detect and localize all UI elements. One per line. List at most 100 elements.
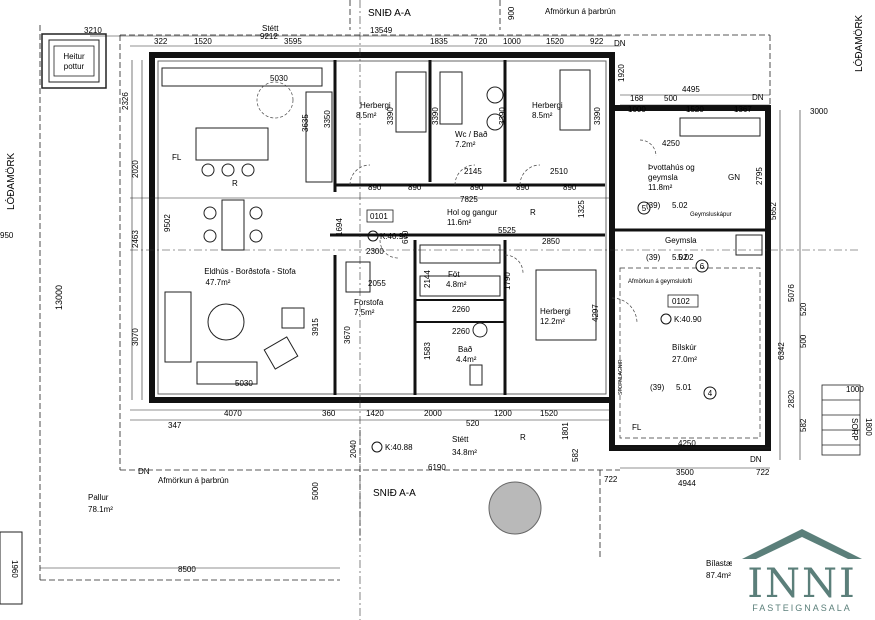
room-bilskur-area: 27.0m² bbox=[672, 355, 697, 364]
dim-1801: 1801 bbox=[561, 422, 570, 440]
tag-0102: 0102 bbox=[672, 297, 690, 306]
room-fot-area: 4.8m² bbox=[446, 280, 467, 289]
dim-1200: 1200 bbox=[494, 409, 512, 418]
code-39-1: (39) bbox=[646, 201, 661, 210]
dim-582a: 582 bbox=[799, 418, 808, 432]
room-thvottahus-name-1: Þvottahús og bbox=[648, 163, 695, 172]
pallur-label: Pallur bbox=[88, 493, 109, 502]
room-bad-name: Bað bbox=[458, 345, 473, 354]
dim-1920: 1920 bbox=[617, 64, 626, 82]
dim-13549: 13549 bbox=[370, 26, 393, 35]
dim-2326: 2326 bbox=[121, 92, 130, 110]
stett-top-label: Stétt bbox=[262, 24, 279, 33]
dim-4297: 4297 bbox=[591, 304, 600, 322]
room-geymsla-code: 5.02 bbox=[678, 253, 694, 262]
inni-fasteignasala-logo: INNI FASTEIGNASALA bbox=[732, 523, 872, 615]
dim-1000b: 1000 bbox=[628, 105, 646, 114]
marker-4-circle bbox=[703, 386, 717, 400]
dim-2055: 2055 bbox=[368, 279, 386, 288]
dim-347: 347 bbox=[168, 421, 182, 430]
dim-500b: 500 bbox=[799, 334, 808, 348]
dim-4250b: 4250 bbox=[678, 439, 696, 448]
pallur-area: 78.1m² bbox=[88, 505, 113, 514]
grid-lines bbox=[130, 0, 860, 620]
dim-2820: 2820 bbox=[787, 390, 796, 408]
property-lines bbox=[39, 0, 771, 581]
dim-3000: 3000 bbox=[810, 107, 828, 116]
dim-3350: 3350 bbox=[323, 110, 332, 128]
dim-3670: 3670 bbox=[343, 326, 352, 344]
dim-5525: 5525 bbox=[498, 226, 516, 235]
dim-2000: 2000 bbox=[424, 409, 442, 418]
level-marker-garage bbox=[660, 313, 672, 325]
dim-168: 168 bbox=[630, 94, 644, 103]
dim-2260a: 2260 bbox=[452, 305, 470, 314]
dim-1790: 1790 bbox=[503, 272, 512, 290]
dim-6190: 6190 bbox=[428, 463, 446, 472]
level-marker-main bbox=[367, 230, 379, 242]
r-label-2: R bbox=[530, 208, 536, 217]
tag-0102-box bbox=[667, 294, 699, 308]
dim-922: 922 bbox=[590, 37, 604, 46]
sorp-box bbox=[0, 531, 23, 605]
dim-6342: 6342 bbox=[777, 342, 786, 360]
garage-loft-outline bbox=[619, 267, 761, 439]
room-hol-name: Hol og gangur bbox=[447, 208, 498, 217]
room-wc-area: 7.2m² bbox=[455, 140, 476, 149]
room-herbergi-2-name: Herbergi bbox=[532, 101, 563, 110]
dim-3595: 3595 bbox=[284, 37, 302, 46]
dim-5000: 5000 bbox=[311, 482, 320, 500]
dim-3390b: 3390 bbox=[431, 107, 440, 125]
dim-1520d: 1520 bbox=[540, 409, 558, 418]
snid-top-label: SNIÐ A-A bbox=[368, 8, 411, 19]
dim-1000c: 1000 bbox=[846, 385, 864, 394]
dim-8500: 8500 bbox=[178, 565, 196, 574]
dim-7825: 7825 bbox=[460, 195, 478, 204]
stairs-right bbox=[821, 384, 861, 456]
room-herbergi-2-area: 8.5m² bbox=[532, 111, 553, 120]
dim-360: 360 bbox=[322, 409, 336, 418]
hot-tub-label-1: Heitur bbox=[63, 52, 85, 61]
code-502-2: 5.02 bbox=[672, 253, 688, 262]
dim-4070: 4070 bbox=[224, 409, 242, 418]
dim-1835: 1835 bbox=[430, 37, 448, 46]
dim-722b: 722 bbox=[756, 468, 770, 477]
dim-1420: 1420 bbox=[366, 409, 384, 418]
dim-5030a: 5030 bbox=[270, 74, 288, 83]
room-wc-name: Wc / Bað bbox=[455, 130, 488, 139]
kitchen-furniture bbox=[161, 67, 333, 385]
dim-3210: 3210 bbox=[84, 26, 102, 35]
room-forstofa-name: Forstofa bbox=[354, 298, 384, 307]
dim-4495: 4495 bbox=[682, 85, 700, 94]
dim-2510: 2510 bbox=[550, 167, 568, 176]
dim-1325: 1325 bbox=[577, 200, 586, 218]
marker-4: 4 bbox=[708, 389, 713, 398]
dim-322: 322 bbox=[154, 37, 168, 46]
code-39-2: (39) bbox=[646, 253, 661, 262]
dim-3500: 3500 bbox=[676, 468, 694, 477]
hot-tub bbox=[41, 33, 107, 89]
dim-1520c: 1520 bbox=[686, 105, 704, 114]
dim-9502: 9502 bbox=[163, 214, 172, 232]
dim-520b: 520 bbox=[799, 302, 808, 316]
dim-3390a: 3390 bbox=[386, 107, 395, 125]
dn-label-4: DN bbox=[750, 455, 762, 464]
dim-722a: 722 bbox=[604, 475, 618, 484]
dim-2144: 2144 bbox=[423, 270, 432, 288]
r-label-3: R bbox=[520, 433, 526, 442]
dim-890b: 890 bbox=[408, 183, 422, 192]
dim-1000a: 1000 bbox=[503, 37, 521, 46]
dim-890d: 890 bbox=[516, 183, 530, 192]
room-herbergi-3-name: Herbergi bbox=[540, 307, 571, 316]
level-garage: K:40.90 bbox=[674, 315, 702, 324]
sorp-label: SORP bbox=[850, 418, 859, 441]
bilastaedi-label: Bílastæði bbox=[706, 559, 740, 568]
dim-520a: 520 bbox=[466, 419, 480, 428]
dim-2145: 2145 bbox=[464, 167, 482, 176]
dim-5030b: 5030 bbox=[235, 379, 253, 388]
dn-label-1: DN bbox=[614, 39, 626, 48]
dim-720: 720 bbox=[474, 37, 488, 46]
shrub bbox=[488, 481, 542, 535]
room-eldhus-area: 47.7m² bbox=[206, 278, 231, 287]
dim-2260b: 2260 bbox=[452, 327, 470, 336]
